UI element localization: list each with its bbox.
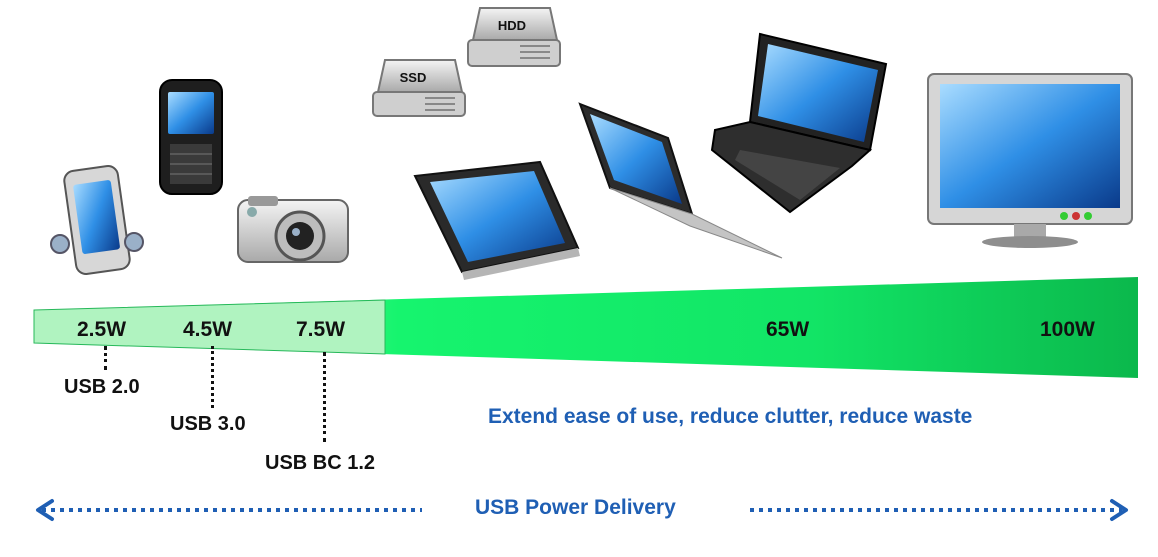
usb-3-label: USB 3.0 [170, 413, 246, 435]
watt-level-4-5: 4.5W [183, 318, 233, 341]
ssd-icon: SSD [372, 59, 466, 117]
watt-level-100: 100W [1040, 318, 1095, 341]
ssd-label: SSD [400, 70, 427, 85]
camera-icon [237, 196, 349, 263]
usb-2-label: USB 2.0 [64, 376, 140, 398]
right-arrow-icon [750, 499, 1128, 521]
ultrabook-icon [578, 102, 783, 259]
blackberry-phone-icon [159, 79, 223, 195]
monitor-icon [927, 73, 1133, 248]
usb-bc12-label: USB BC 1.2 [265, 452, 376, 474]
hdd-label: HDD [498, 18, 526, 33]
dotted-connector-usb2 [104, 346, 107, 370]
device-illustrations: SSD HDD [50, 7, 1133, 280]
watt-level-7-5: 7.5W [296, 318, 346, 341]
dotted-connector-bc12 [323, 352, 326, 442]
hdd-icon: HDD [467, 7, 561, 67]
watt-level-2-5: 2.5W [77, 318, 127, 341]
dotted-connector-usb3 [211, 346, 214, 408]
smartphone-icon [50, 165, 144, 275]
tablet-icon [413, 160, 580, 280]
power-scale-wedge [33, 277, 1138, 378]
left-arrow-icon [36, 499, 422, 521]
tagline: Extend ease of use, reduce clutter, redu… [488, 405, 973, 428]
watt-level-65: 65W [766, 318, 810, 341]
usb-power-delivery-label: USB Power Delivery [475, 496, 676, 519]
laptop-icon [710, 32, 888, 214]
